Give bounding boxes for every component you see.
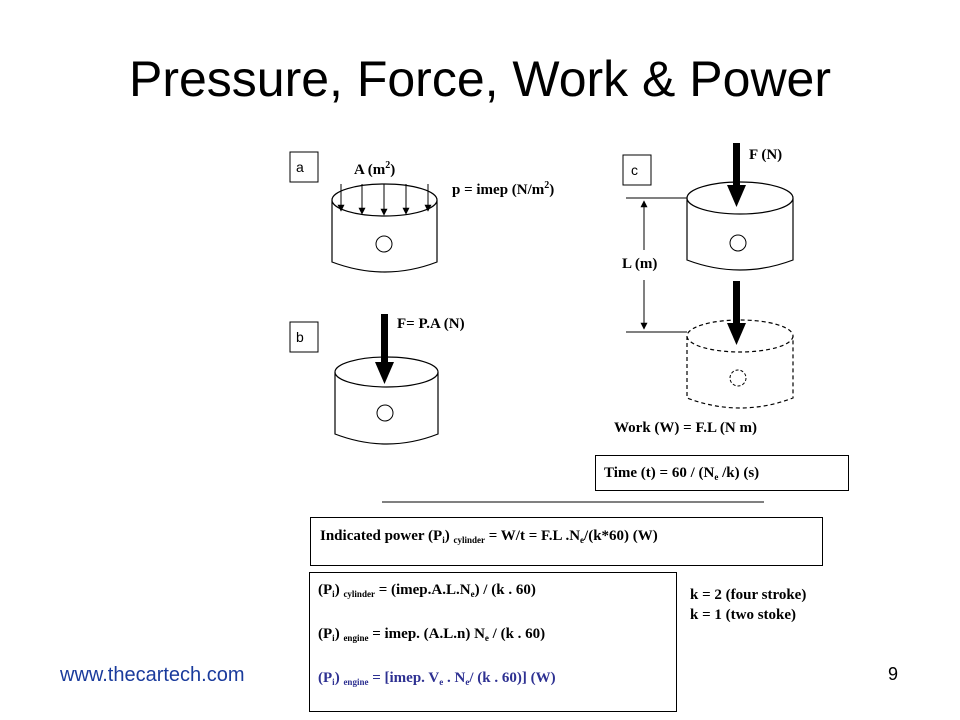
formula-box: (Pi) cylinder = (imep.A.L.Ne) / (k . 60)… [309, 572, 677, 712]
cylinder-c [686, 181, 794, 271]
length-dimension [626, 197, 687, 333]
cylinder-b [334, 356, 439, 445]
page-title: Pressure, Force, Work & Power [128, 51, 832, 107]
force-label: F (N) [749, 147, 782, 163]
area-label: A (m2) [354, 160, 395, 178]
pressure-label: p = imep (N/m2) [452, 180, 554, 198]
pressure-arrows [337, 184, 432, 216]
force-arrow-c [727, 143, 746, 207]
work-label: Work (W) = F.L (N m) [614, 420, 757, 436]
formula-engine-power-displacement: (Pi) engine = [imep. Ve . Ne/ (k . 60)] … [318, 670, 556, 687]
page-number: 9 [888, 664, 899, 684]
formula-engine-power: (Pi) engine = imep. (A.L.n) Ne / (k . 60… [318, 626, 546, 643]
stroke-notes: k = 2 (four stroke) k = 1 (two stoke) [690, 585, 806, 625]
force-arrow-c-moved [727, 281, 746, 345]
time-box: Time (t) = 60 / (Ne /k) (s) [595, 455, 849, 491]
force-pa-label: F= P.A (N) [397, 316, 465, 332]
label-box-b [289, 321, 319, 353]
label-box-a [289, 151, 319, 183]
label-b: b [296, 329, 304, 345]
cylinder-a [331, 183, 438, 273]
label-c: c [631, 162, 638, 178]
label-a: a [296, 159, 304, 175]
website-link[interactable]: www.thecartech.com [60, 664, 245, 686]
stroke-note-two: k = 1 (two stoke) [690, 607, 797, 623]
force-arrow-b [375, 314, 394, 384]
label-box-c [622, 154, 652, 186]
stroke-note-four: k = 2 (four stroke) [690, 587, 807, 603]
formula-cylinder-power: (Pi) cylinder = (imep.A.L.Ne) / (k . 60) [318, 582, 536, 599]
length-label: L (m) [622, 256, 657, 272]
indicated-power-box: Indicated power (Pi) cylinder = W/t = F.… [310, 517, 823, 566]
